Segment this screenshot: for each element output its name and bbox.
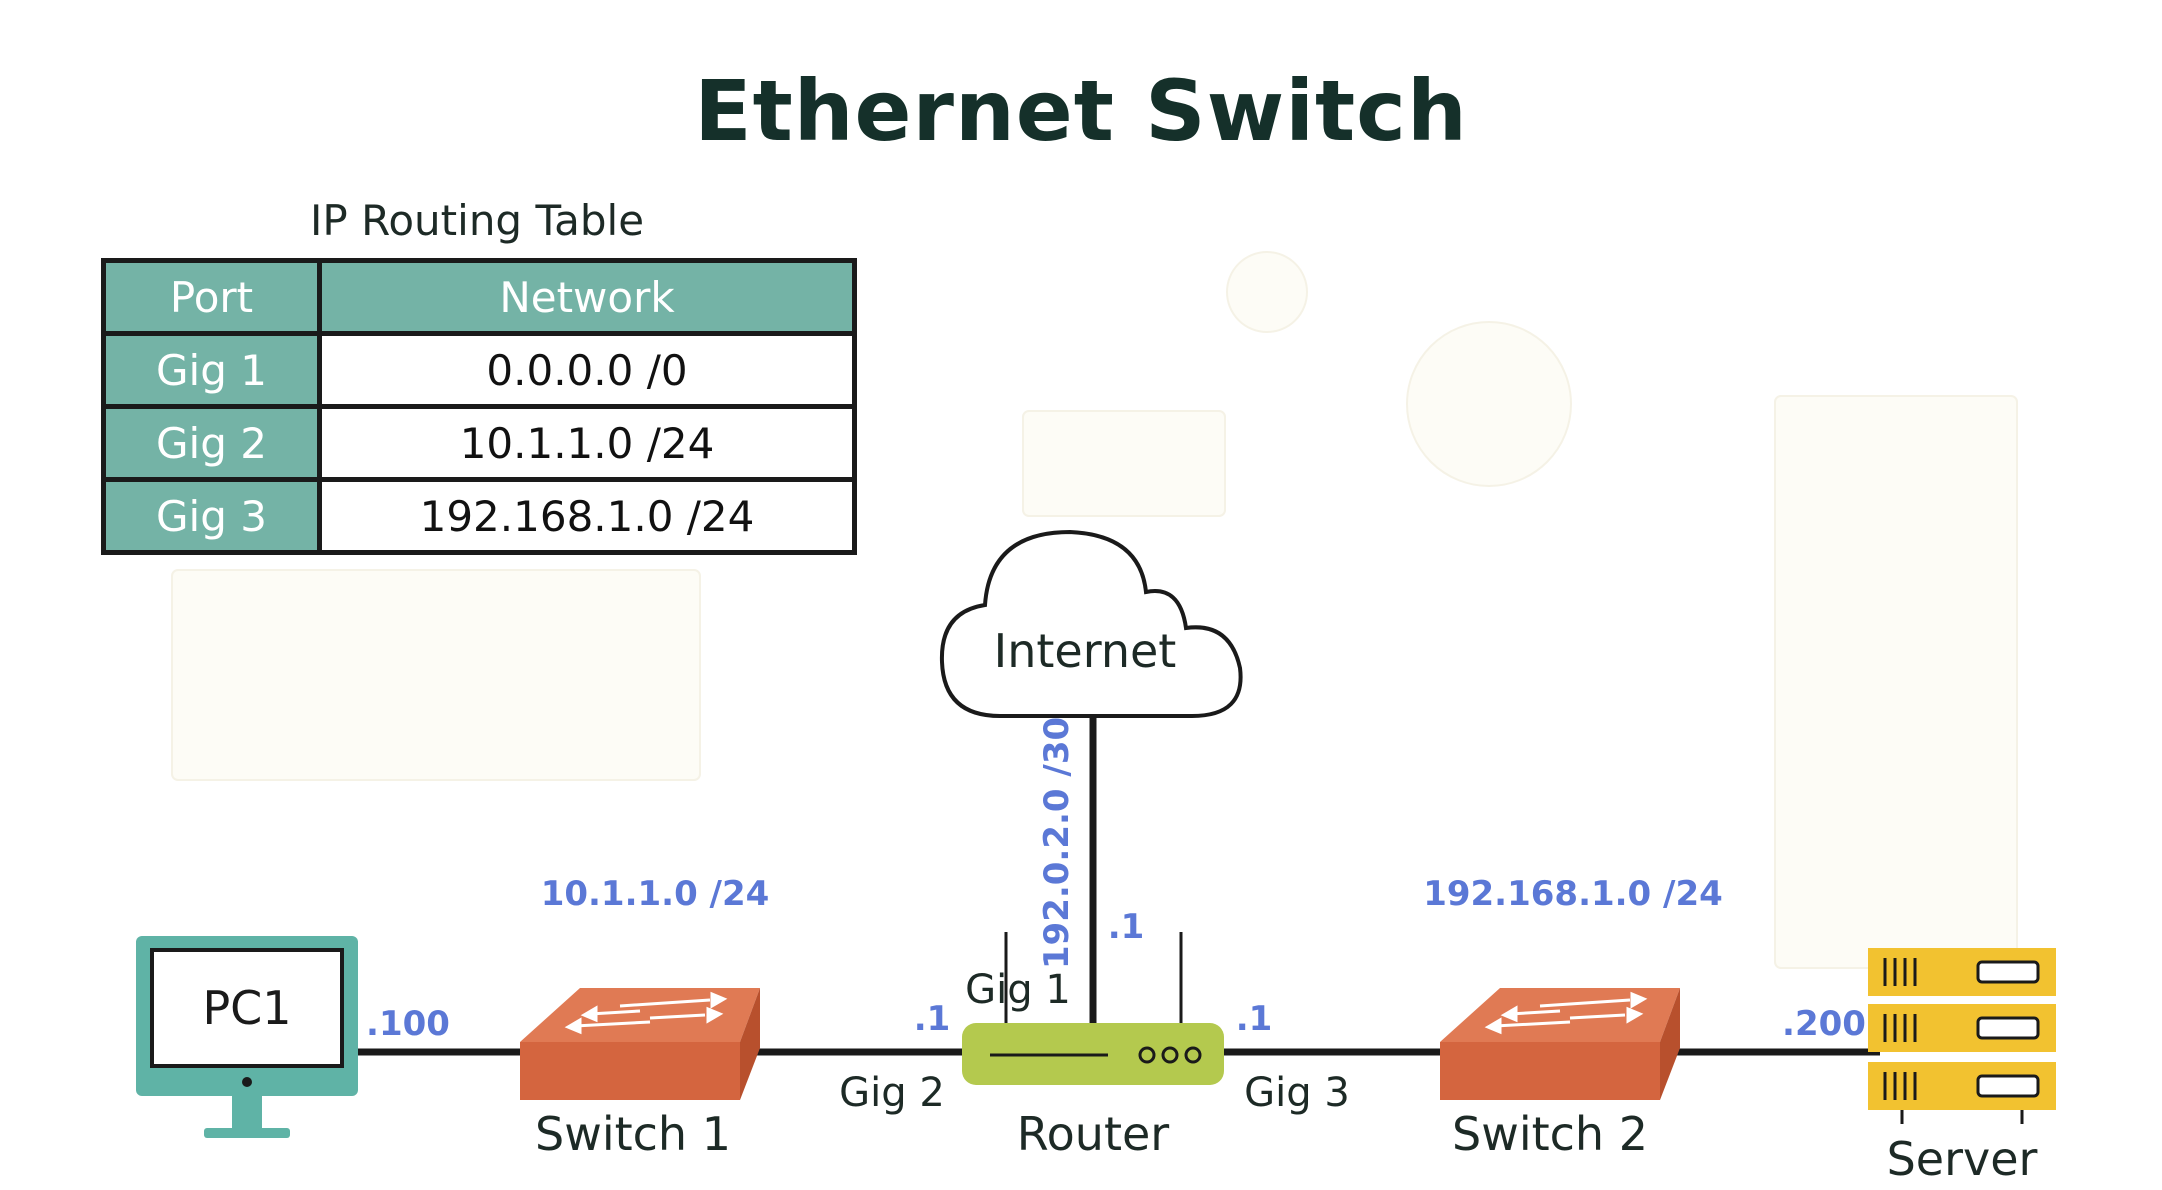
table-row: Gig 2 10.1.1.0 /24 [101, 404, 857, 482]
router-gig1-ip-label: .1 [1108, 907, 1145, 947]
column-header-network: Network [317, 258, 857, 336]
network-left-label: 10.1.1.0 /24 [541, 874, 770, 914]
switch1-icon [520, 988, 760, 1100]
server-ip-label: .200 [1782, 1004, 1866, 1044]
cell-network: 10.1.1.0 /24 [317, 404, 857, 482]
routing-table: Port Network Gig 1 0.0.0.0 /0 Gig 2 10.1… [101, 258, 857, 555]
router-label: Router [1017, 1107, 1170, 1161]
server-label: Server [1887, 1132, 2038, 1186]
cell-port: Gig 3 [101, 477, 322, 555]
router-gig3-ip-label: .1 [1236, 999, 1273, 1039]
cell-network: 0.0.0.0 /0 [317, 331, 857, 409]
routing-table-caption: IP Routing Table [310, 196, 645, 245]
network-wan-label: 192.0.2.0 /30 [1037, 717, 1077, 969]
table-row: Gig 3 192.168.1.0 /24 [101, 477, 857, 555]
network-right-label: 192.168.1.0 /24 [1423, 874, 1723, 914]
cell-port: Gig 1 [101, 331, 322, 409]
table-row: Gig 1 0.0.0.0 /0 [101, 331, 857, 409]
cloud-icon [939, 529, 1243, 718]
router-gig1-label: Gig 1 [965, 967, 1071, 1013]
switch2-label: Switch 2 [1452, 1107, 1648, 1161]
server-icon [1868, 948, 2056, 1124]
pc-icon [136, 936, 358, 1138]
cell-port: Gig 2 [101, 404, 322, 482]
network-links [356, 716, 1880, 1056]
router-gig2-label: Gig 2 [839, 1070, 945, 1116]
pc-ip-label: .100 [366, 1004, 450, 1044]
pc-label: PC1 [202, 981, 291, 1035]
router-gig3-label: Gig 3 [1244, 1070, 1350, 1116]
column-header-port: Port [101, 258, 322, 336]
internet-label: Internet [994, 624, 1177, 678]
background-decoration [171, 251, 2018, 969]
router-icon [962, 932, 1224, 1085]
switch1-label: Switch 1 [535, 1107, 731, 1161]
switch2-icon [1440, 988, 1680, 1100]
page-title: Ethernet Switch [694, 62, 1468, 160]
table-header-row: Port Network [101, 258, 857, 336]
cell-network: 192.168.1.0 /24 [317, 477, 857, 555]
router-gig2-ip-label: .1 [914, 999, 951, 1039]
